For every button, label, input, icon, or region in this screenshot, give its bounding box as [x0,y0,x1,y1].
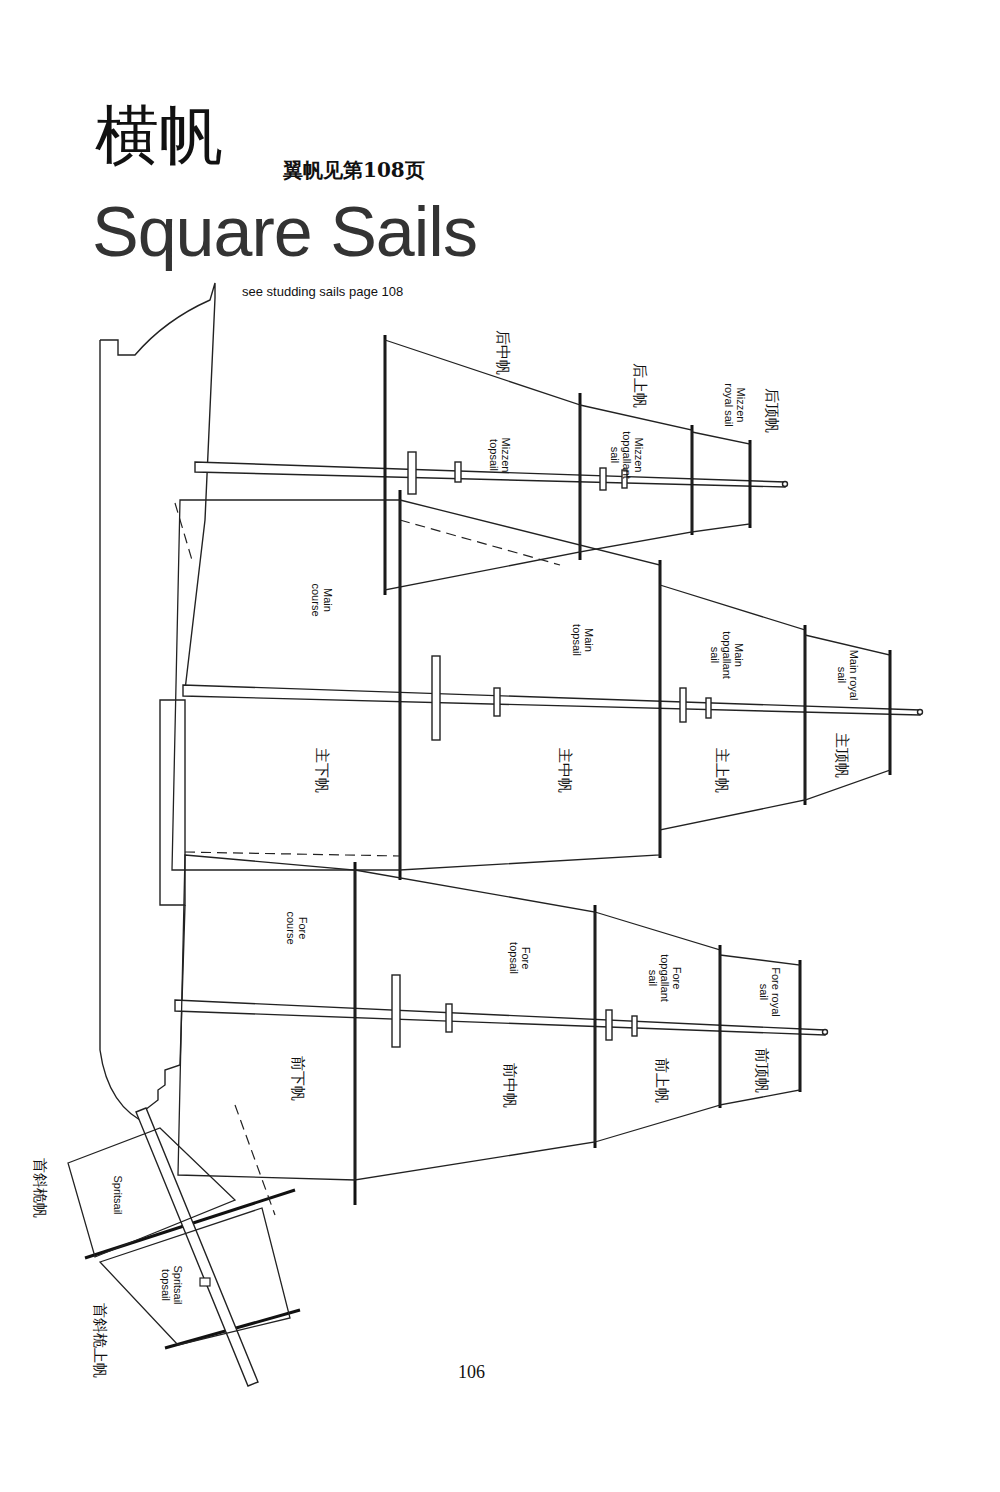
sail-shape: Fore topgallant sail 前上帆 [595,912,720,1142]
sail-edge [660,585,805,830]
sail-shape: Spritsail topsail首斜桅上帆 [100,1208,290,1345]
sail-edge [692,432,750,532]
sail-edge [172,500,400,870]
sail-shape: Mizzen topgallant sail后上帆 [580,405,692,552]
english-title: Square Sails [92,192,477,272]
sail-name-chinese: 后顶帆 [764,388,781,433]
sail-name: Mizzen royal sail [723,379,747,431]
sail-name-chinese: 后上帆 [632,363,649,408]
sail-name-chinese: 主中帆 [557,748,574,793]
sail-outline [660,585,805,830]
sail-edge [178,855,355,1180]
sail-name: Fore topsail [508,932,532,984]
page-number: 106 [458,1362,485,1383]
sail-shape: Main topgallant sail 主上帆 [660,585,805,830]
page-reference: 翼帆见第108页 [283,157,425,184]
sail-name-chinese: 前顶帆 [754,1048,771,1093]
sail-name: Spritsail [112,1169,124,1221]
sail-name-chinese: 前中帆 [502,1063,519,1108]
sail-name: Main royal sail [836,649,860,701]
sail-edge [355,870,595,1180]
sail-name: Mizzen topsail [488,429,512,481]
sail-outline [100,1208,290,1345]
sail-name: Mizzen topgallant sail [609,429,645,481]
sail-outline [595,912,720,1142]
sail-edge [400,500,660,870]
sail-name-chinese: 前下帆 [290,1056,307,1101]
sail-shape: Fore topsail 前中帆 [355,870,595,1180]
sail-outline [355,870,595,1180]
sail-edge [580,405,692,552]
sail-name-chinese: 首斜桅上帆 [92,1303,109,1378]
hull-outline [100,340,150,1125]
sail-name: Spritsail topsail [160,1259,184,1311]
chinese-title: 横帆 [95,100,223,170]
sail-edge [805,635,890,800]
sail-name: Main course [310,574,334,626]
sail-name: Main topsail [571,614,595,666]
sail-shape: Main course 主下帆 [172,500,400,870]
sail-name-chinese: 主下帆 [314,748,331,793]
sail-name: Fore topgallant sail [647,952,683,1004]
sail-name: Fore course [285,902,309,954]
sail-edge [100,1208,290,1345]
sail-shape: Mizzen royal sail后顶帆 [692,432,750,532]
sail-name: Fore royal sail [758,966,782,1018]
sail-edge [720,955,800,1105]
sail-name: Main topgallant sail [709,629,745,681]
mast-truck [823,1030,828,1035]
sail-name-chinese: 主上帆 [714,748,731,793]
sail-outline [178,855,355,1180]
sail-outline [580,405,692,552]
sail-name-chinese: 前上帆 [654,1058,671,1103]
mast-truck [783,482,788,487]
sail-shape: Fore royal sail 前顶帆 [720,955,800,1105]
sail-shape: Main royal sail 主顶帆 [805,635,890,800]
sail-shape: Main topsail 主中帆 [400,500,660,870]
sail-name-chinese: 主顶帆 [834,733,851,778]
sail-outline [400,500,660,870]
sail-edge [595,912,720,1142]
cross-reference-note: see studding sails page 108 [242,284,403,299]
sail-name-chinese: 后中帆 [495,330,512,375]
sail-name-chinese: 首斜桅帆 [32,1158,49,1218]
sail-outline [692,432,750,532]
mast-truck [918,710,923,715]
sail-outline [172,500,400,870]
sail-shape: Fore course 前下帆 [178,855,355,1180]
